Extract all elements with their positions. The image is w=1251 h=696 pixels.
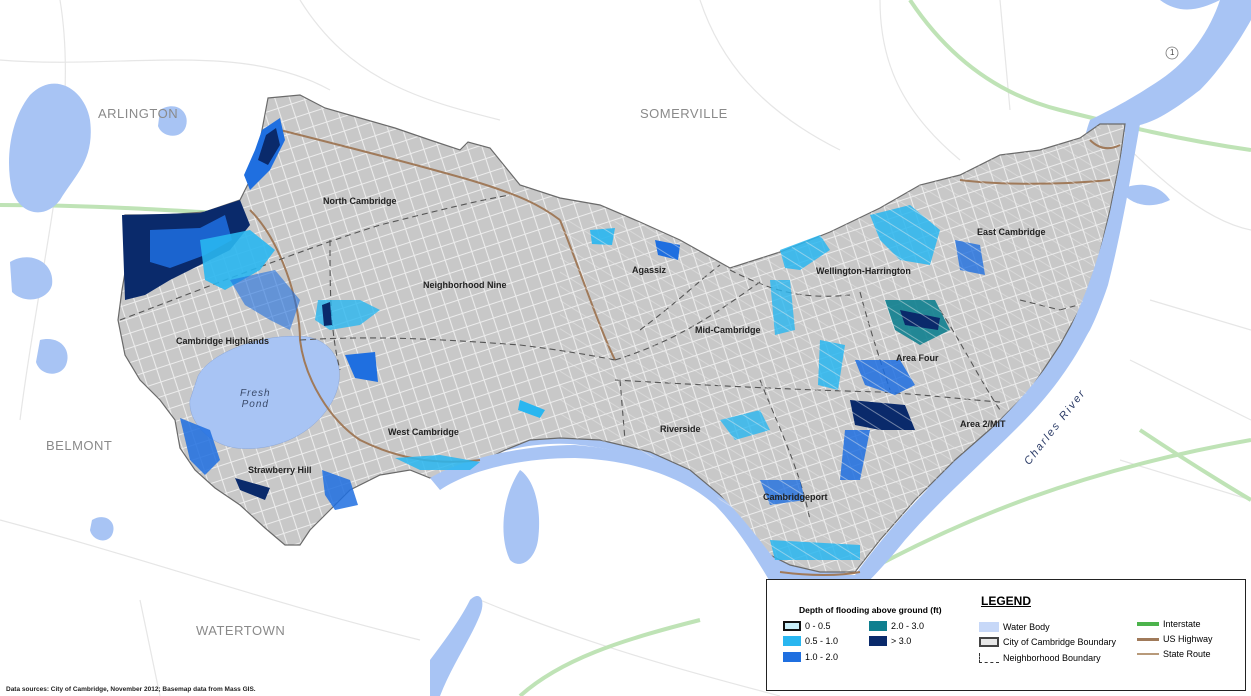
route-1-label: 1 <box>1170 48 1175 57</box>
neighborhood-label-north-cambridge: North Cambridge <box>323 196 397 206</box>
legend-swatch-us-highway <box>1137 637 1159 641</box>
legend-neighborhood-boundary: Neighborhood Boundary <box>979 653 1101 663</box>
legend-label-water-body: Water Body <box>1003 622 1050 632</box>
fresh-pond-label-line1: Fresh <box>240 388 271 399</box>
legend-swatch-20-30 <box>869 621 887 631</box>
legend: LEGEND Depth of flooding above ground (f… <box>766 579 1246 691</box>
neighborhood-label-east-cambridge: East Cambridge <box>977 227 1046 237</box>
neighborhood-label-neighborhood-nine: Neighborhood Nine <box>423 280 507 290</box>
legend-label-20-30: 2.0 - 3.0 <box>891 621 925 631</box>
legend-city-boundary: City of Cambridge Boundary <box>979 637 1116 647</box>
legend-label-neighborhood-boundary: Neighborhood Boundary <box>1003 653 1101 663</box>
neighborhood-label-area-2-mit: Area 2/MIT <box>960 419 1006 429</box>
neighborhood-label-riverside: Riverside <box>660 424 701 434</box>
town-label-belmont: BELMONT <box>46 438 113 453</box>
legend-label-city-boundary: City of Cambridge Boundary <box>1003 637 1117 647</box>
legend-us-highway: US Highway <box>1137 634 1213 644</box>
neighborhood-label-wellington-harrington: Wellington-Harrington <box>816 266 911 276</box>
legend-swatch-10-20 <box>783 652 801 662</box>
neighborhood-label-mid-cambridge: Mid-Cambridge <box>695 325 761 335</box>
legend-label-interstate: Interstate <box>1163 619 1201 629</box>
fresh-pond-label: Fresh Pond <box>240 388 271 410</box>
legend-swatch-interstate <box>1137 622 1159 626</box>
legend-title: LEGEND <box>980 594 1031 608</box>
legend-label-gt3: > 3.0 <box>891 636 912 646</box>
charles-river-overlay <box>430 124 1140 590</box>
legend-interstate: Interstate <box>1137 619 1201 629</box>
legend-label-us-highway: US Highway <box>1163 634 1213 644</box>
town-label-arlington: ARLINGTON <box>98 106 179 121</box>
data-sources: Data sources: City of Cambridge, Novembe… <box>6 686 256 693</box>
legend-swatch-city-boundary <box>979 637 999 647</box>
legend-swatch-0-05 <box>783 621 801 631</box>
legend-label-0-05: 0 - 0.5 <box>805 621 831 631</box>
legend-depth-0-05: 0 - 0.5 <box>783 621 831 631</box>
neighborhood-label-agassiz: Agassiz <box>632 265 667 275</box>
legend-depth-title: Depth of flooding above ground (ft) <box>799 605 942 615</box>
neighborhood-label-cambridge-highlands: Cambridge Highlands <box>176 336 270 346</box>
legend-swatch-state-route <box>1137 653 1159 655</box>
route-1-marker <box>1165 46 1179 60</box>
legend-swatch-neighborhood-boundary <box>979 653 999 663</box>
legend-state-route: State Route <box>1137 649 1211 659</box>
legend-swatch-gt3 <box>869 636 887 646</box>
legend-label-05-10: 0.5 - 1.0 <box>805 636 839 646</box>
legend-label-10-20: 1.0 - 2.0 <box>805 652 839 662</box>
neighborhood-label-west-cambridge: West Cambridge <box>388 427 459 437</box>
legend-depth-gt3: > 3.0 <box>869 636 911 646</box>
neighborhood-label-cambridgeport: Cambridgeport <box>763 492 828 502</box>
legend-depth-20-30: 2.0 - 3.0 <box>869 621 924 631</box>
legend-water-body: Water Body <box>979 622 1050 632</box>
legend-depth-10-20: 1.0 - 2.0 <box>783 652 838 662</box>
town-label-watertown: WATERTOWN <box>196 623 286 638</box>
legend-label-state-route: State Route <box>1163 649 1211 659</box>
neighborhood-label-strawberry-hill: Strawberry Hill <box>248 465 312 475</box>
legend-swatch-05-10 <box>783 636 801 646</box>
legend-swatch-water <box>979 622 999 632</box>
neighborhood-label-area-four: Area Four <box>896 353 939 363</box>
fresh-pond-label-line2: Pond <box>241 399 269 410</box>
legend-depth-05-10: 0.5 - 1.0 <box>783 636 838 646</box>
town-label-somerville: SOMERVILLE <box>640 106 728 121</box>
